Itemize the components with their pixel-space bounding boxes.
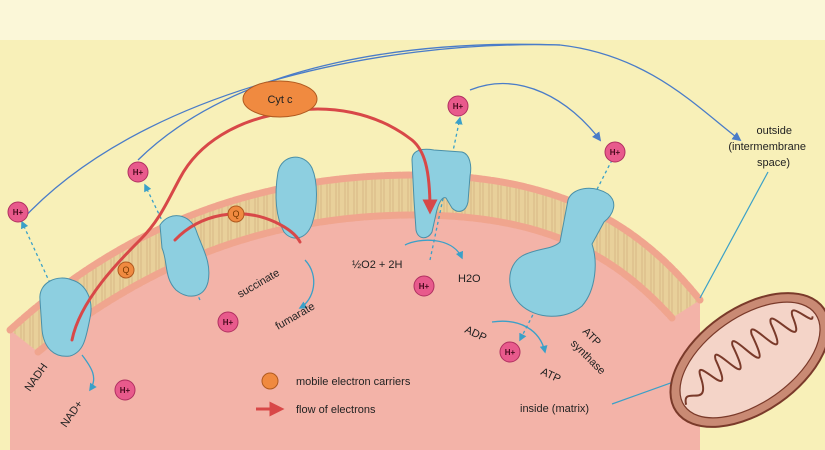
h-ion: H+ [7, 201, 29, 223]
svg-text:H+: H+ [505, 348, 516, 357]
oxygen-reaction-label: ½O2 + 2H [352, 259, 403, 271]
mitochondrion-illustration [669, 292, 825, 428]
svg-text:H+: H+ [120, 386, 131, 395]
ubiquinone-label-2: Q [232, 209, 239, 219]
svg-text:H+: H+ [419, 282, 430, 291]
h-ion: H+ [604, 141, 626, 163]
legend-flow-label: flow of electrons [296, 404, 376, 416]
h-ion: H+ [114, 379, 136, 401]
svg-text:H+: H+ [453, 102, 464, 111]
electron-flow-path [70, 107, 430, 342]
proton-path-arc-4 [469, 83, 602, 142]
h-ion: H+ [447, 95, 469, 117]
ubiquinone-carrier-2 [227, 205, 245, 223]
complex-II [159, 215, 210, 297]
water-label: H2O [458, 273, 481, 285]
legend-carriers-label: mobile electron carriers [296, 376, 411, 388]
atp-synthase [509, 187, 615, 317]
complex-III [275, 156, 317, 239]
inside-label: inside (matrix) [520, 403, 589, 415]
outside-pointer-line [699, 171, 769, 299]
svg-text:H+: H+ [133, 168, 144, 177]
complex-I [39, 277, 92, 357]
outside-label-1: outside [757, 125, 792, 137]
h-ion: H+ [217, 311, 239, 333]
matrix-reaction-arrows [81, 239, 548, 392]
legend-carrier-swatch [261, 372, 279, 390]
cytochrome-c-label: Cyt c [267, 94, 293, 106]
h-ion: H+ [499, 341, 521, 363]
cytochrome-c-carrier [242, 80, 318, 118]
ubiquinone-label-1: Q [122, 265, 129, 275]
proton-path-arc-3 [559, 44, 742, 142]
svg-text:H+: H+ [223, 318, 234, 327]
svg-text:H+: H+ [13, 208, 24, 217]
outside-label-3: space) [757, 157, 790, 169]
ubiquinone-carrier-1 [117, 261, 135, 279]
outside-label-2: (intermembrane [728, 141, 806, 153]
h-ion: H+ [127, 161, 149, 183]
proton-path-arc-2 [137, 43, 561, 161]
h-ion: H+ [413, 275, 435, 297]
svg-text:H+: H+ [610, 148, 621, 157]
